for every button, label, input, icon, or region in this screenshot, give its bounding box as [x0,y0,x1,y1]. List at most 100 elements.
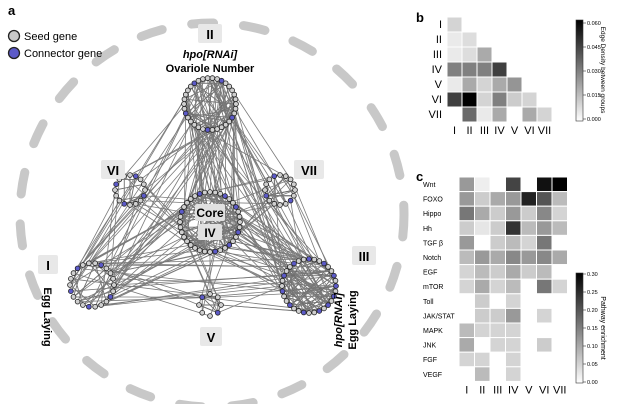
seed-gene-node [67,282,73,288]
network-edge [140,200,185,238]
heatmap-c-cell [520,234,537,251]
heatmap-c-cell [536,293,553,309]
seed-gene-node [332,277,339,284]
seed-gene-node [86,260,92,267]
seed-gene-node [306,310,312,316]
network-edge [73,175,137,274]
network-edge [70,270,332,292]
network-edge [100,189,116,306]
seed-gene-node [207,249,213,255]
colorbar-c-title: Pathway enrichment [599,296,606,359]
network-edge [88,262,290,268]
heatmap-c-row-label: FOXO [423,197,443,204]
heatmap-c-cell [551,264,568,280]
connector-gene-node [333,283,339,289]
seed-gene-node [316,258,323,264]
network-edge [198,304,218,314]
seed-gene-node [233,234,239,240]
heatmap-c-cell [520,337,537,353]
heatmap-c-row-label: TGF β [423,240,443,247]
heatmap-b-cell [521,106,538,123]
module-IV-box [198,224,222,240]
heatmap-c-cell [520,220,537,236]
network-edge [113,77,213,286]
network-edges [69,77,337,317]
connector-gene-node [287,302,293,308]
heatmap-c-cell [536,191,553,207]
heatmap-c-cell [505,366,522,382]
heatmap-c-row-label: Wnt [423,182,436,189]
heatmap-b-cell [491,91,508,108]
network-edge [286,270,291,306]
network-edge [113,278,337,287]
seed-gene-node [113,192,119,199]
seed-gene-node [328,298,335,304]
heatmap-b-cell [461,46,478,63]
heatmap-b-cell [461,76,478,93]
heatmap-c-col-label: IV [508,384,519,396]
seed-gene-node [184,238,190,245]
network-edge [235,175,287,238]
network-edge [129,204,191,246]
seed-gene-node [192,193,198,199]
connector-gene-node [233,204,239,210]
seed-gene-node [142,187,148,193]
network-edge [70,99,185,292]
heatmap-b-row-label: II [436,34,442,46]
colorbar-c-tick: 0.10 [587,344,598,350]
network-edge [144,80,222,191]
seed-gene-node [237,219,243,225]
seed-gene-node [116,197,123,204]
heatmap-b-cell [446,106,463,123]
heatmap-c-cell [458,322,475,339]
network-edge [185,113,335,276]
seed-gene-node [196,302,202,308]
network-edge [129,124,226,176]
seed-gene-node [222,245,228,251]
heatmap-c-cell [520,264,537,280]
connector-gene-node [191,80,198,87]
colorbar-c-tick: 0.25 [587,290,598,296]
seed-gene-node [235,208,241,215]
module-label-VII: VII [301,163,317,178]
heatmap-c-cell [505,337,522,353]
seed-gene-node [291,181,297,188]
network-edge [183,117,233,208]
module-label-V: V [207,330,216,345]
network-edge [235,236,320,312]
seed-gene-node [181,96,188,103]
heatmap-c-cell [551,205,568,222]
network-edge [198,126,291,180]
heatmap-b-cell [491,61,508,78]
heatmap-c-cell [474,293,491,309]
heatmap-c-cell [520,249,537,266]
seed-gene-node [181,234,187,240]
network-edge [231,90,291,306]
heatmap-c-cell [536,307,553,324]
heatmap-c-cell [505,322,522,339]
connector-gene-node [235,229,241,236]
colorbar-b-tick: 0.000 [587,117,601,123]
network-edge [69,83,195,286]
network-edge [123,175,181,228]
colorbar-c-tick: 0.30 [587,272,598,278]
heatmap-c-cell [505,351,522,368]
network-edge [269,200,335,297]
heatmap-b-row-label: I [439,19,442,31]
module-label-IV-core: IV [204,226,215,240]
seed-gene-node [236,213,243,220]
heatmap-c-row-label: MAPK [423,328,443,335]
heatmap-c-cell [458,249,475,266]
heatmap-c-cell [551,307,568,324]
seed-gene-node [231,110,238,117]
seed-gene-node [291,305,297,312]
heatmap-c-cell [505,220,522,236]
heatmap-b-col-label: IV [494,125,505,137]
heatmap-b-cell [446,61,463,78]
module-label-II: II [206,27,213,42]
heatmap-c-cell [520,307,537,324]
seed-gene-node [300,256,307,263]
heatmap-c-cell [536,322,553,339]
